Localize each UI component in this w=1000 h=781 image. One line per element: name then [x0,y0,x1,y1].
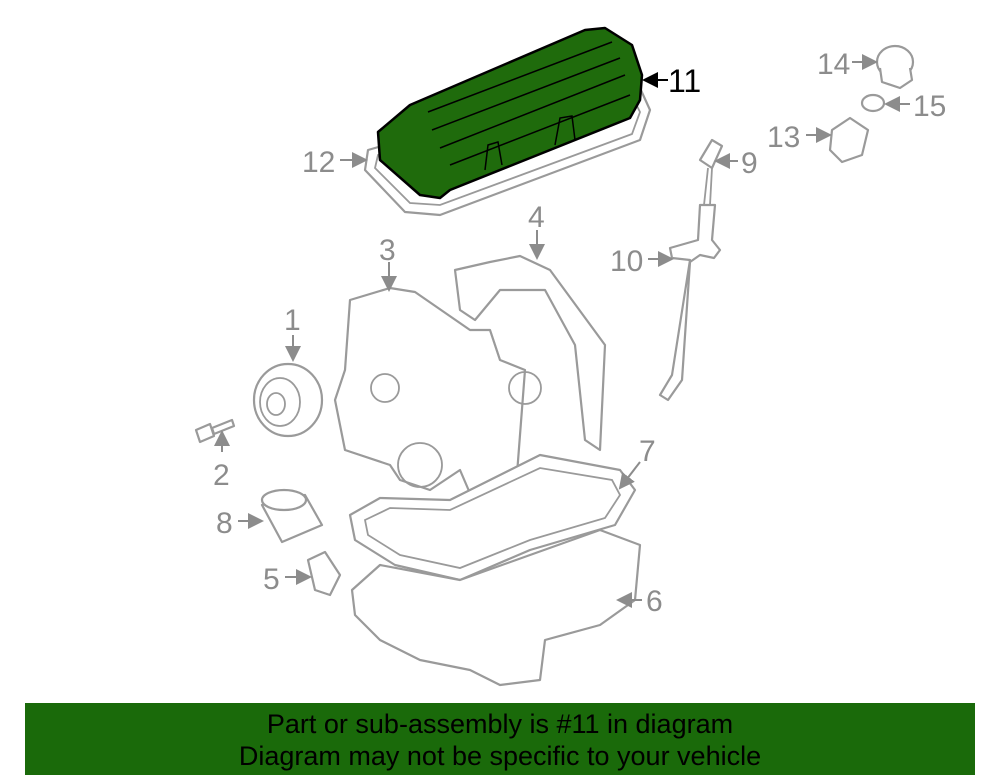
info-banner: Part or sub-assembly is #11 in diagram D… [25,703,975,775]
callout-3[interactable]: 3 [379,234,396,267]
callout-12[interactable]: 12 [302,146,335,179]
callout-14[interactable]: 14 [817,48,850,81]
part-1-pulley[interactable] [252,362,324,438]
callout-8[interactable]: 8 [216,507,233,540]
part-14-cap[interactable] [875,44,915,90]
part-2-bolt[interactable] [194,418,236,444]
banner-line-2: Diagram may not be specific to your vehi… [238,741,762,771]
callout-9[interactable]: 9 [741,147,758,180]
part-6-oil-pan[interactable] [350,528,642,687]
callout-5[interactable]: 5 [263,563,280,596]
callout-6[interactable]: 6 [646,585,663,618]
part-7-pan-gasket[interactable] [348,453,637,582]
part-15-seal[interactable] [860,93,886,113]
callout-15[interactable]: 15 [913,90,946,123]
part-9-10-dipstick[interactable] [658,138,724,402]
part-5-adapter[interactable] [306,550,342,597]
callout-1[interactable]: 1 [284,304,301,337]
part-8-oil-filter[interactable] [260,488,324,544]
callout-10[interactable]: 10 [610,245,643,278]
callout-13[interactable]: 13 [767,121,800,154]
part-11-valve-cover[interactable] [376,26,644,200]
callout-7[interactable]: 7 [639,435,656,468]
part-13-filler-tube[interactable] [828,116,870,164]
banner-line-1: Part or sub-assembly is #11 in diagram [266,709,734,739]
leader-7 [618,461,641,490]
part-3-timing-cover[interactable] [333,286,542,507]
callout-11[interactable]: 11 [668,63,701,99]
part-4-gasket[interactable] [453,254,607,452]
callout-2[interactable]: 2 [213,459,230,492]
callout-4[interactable]: 4 [528,201,545,234]
